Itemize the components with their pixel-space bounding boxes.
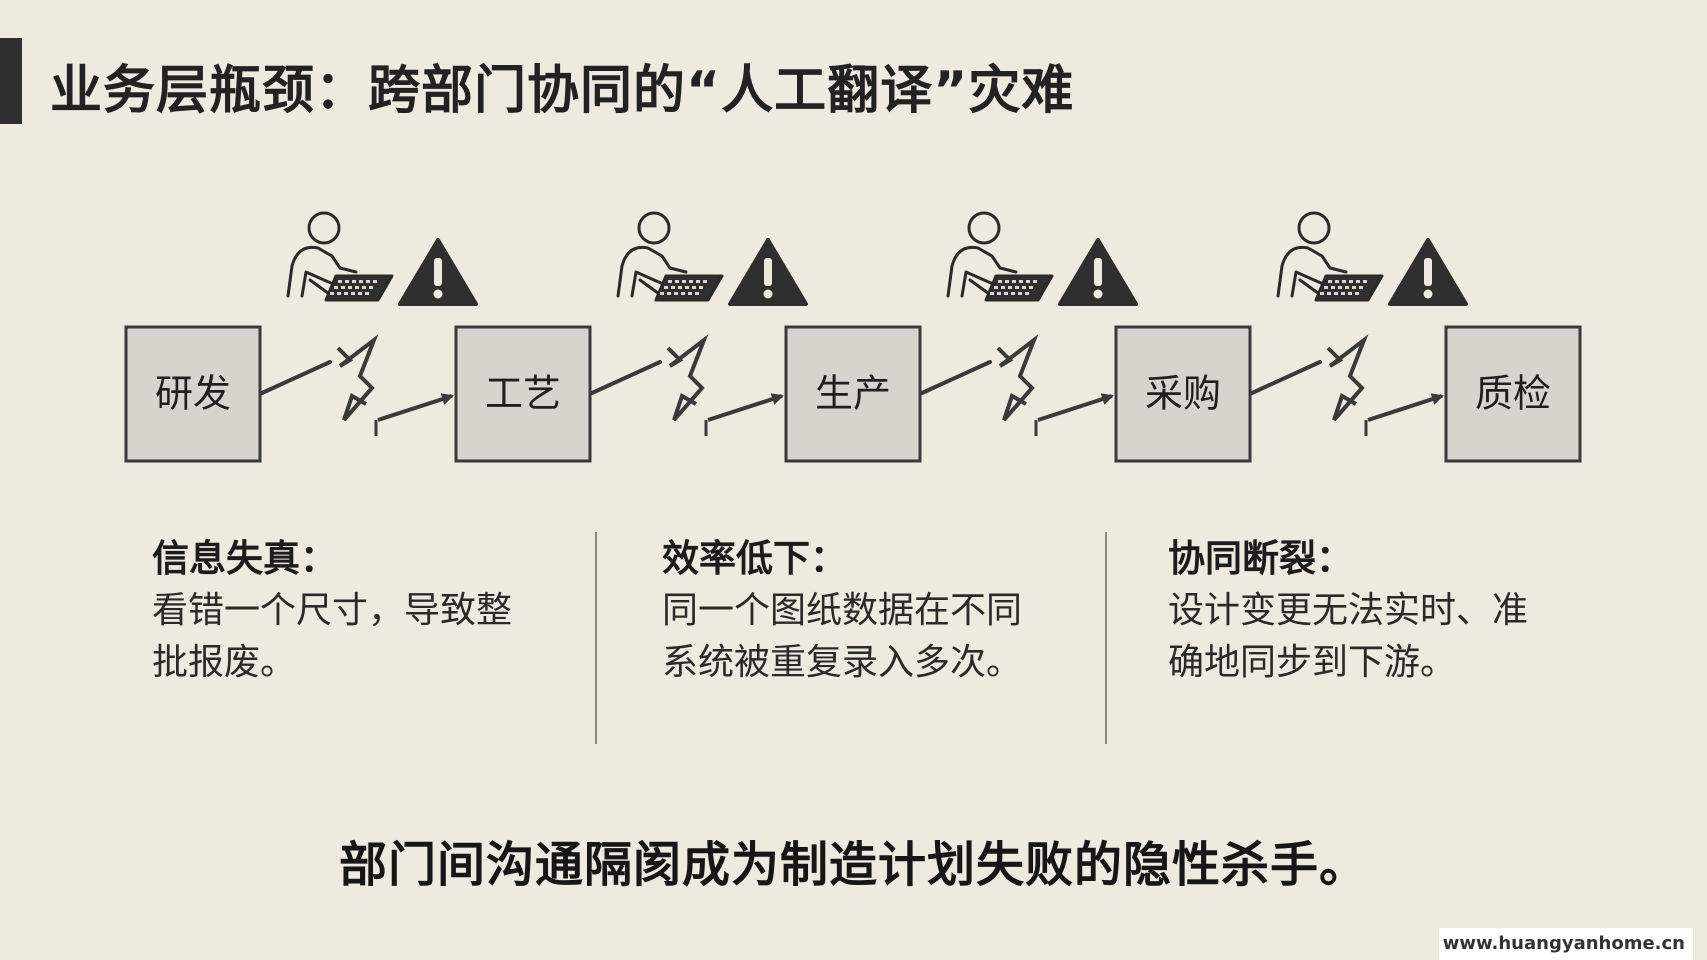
person-at-keyboard-icon [616,211,724,302]
process-node: 研发 [124,325,262,463]
person-at-keyboard-icon [1276,211,1384,302]
process-node-label: 采购 [1145,372,1221,416]
process-node: 工艺 [454,325,592,463]
person-at-keyboard-icon [946,211,1054,302]
process-node-box [124,325,262,463]
process-node-label: 研发 [155,372,231,416]
person-at-keyboard-icon [286,211,394,302]
problem-line: 确地同步到下游。 [1168,642,1457,683]
problem-disconnect: 协同断裂： 设计变更无法实时、准 确地同步到下游。 [1168,533,1588,689]
broken-arrow-icon [590,334,784,436]
problem-title: 信息失真： [152,537,337,580]
process-node-box [784,325,922,463]
process-node-box [1444,325,1582,463]
warning-triangle-icon [728,238,808,306]
process-node-box [1114,325,1252,463]
process-node-box [454,325,592,463]
process-node: 采购 [1114,325,1252,463]
problem-line: 系统被重复录入多次。 [662,642,1023,683]
problem-inefficiency: 效率低下： 同一个图纸数据在不同 系统被重复录入多次。 [662,533,1082,689]
warning-triangle-icon [1058,238,1138,306]
process-node-label: 生产 [815,372,891,416]
broken-arrow-icon [1250,334,1444,436]
broken-arrow-icon [260,334,454,436]
problem-title: 效率低下： [662,537,847,580]
problem-line: 批报废。 [152,642,297,683]
problem-line: 同一个图纸数据在不同 [662,590,1023,631]
page-title: 业务层瓶颈：跨部门协同的“人工翻译”灾难 [50,61,1075,121]
problem-title: 协同断裂： [1168,537,1353,580]
broken-arrow-icon [920,334,1114,436]
warning-triangle-icon [1388,238,1468,306]
title-accent-bar [0,38,22,124]
column-divider [595,532,597,744]
process-node: 生产 [784,325,922,463]
conclusion-text: 部门间沟通隔阂成为制造计划失败的隐性杀手。 [338,837,1368,893]
problem-distortion: 信息失真： 看错一个尺寸，导致整 批报废。 [152,533,572,689]
problem-line: 看错一个尺寸，导致整 [152,590,513,631]
watermark: www.huangyanhome.cn [1439,928,1693,960]
process-node-label: 工艺 [485,372,561,416]
problem-line: 设计变更无法实时、准 [1168,590,1529,631]
column-divider [1105,532,1107,744]
process-node: 质检 [1444,325,1582,463]
warning-triangle-icon [398,238,478,306]
process-node-label: 质检 [1475,372,1551,416]
